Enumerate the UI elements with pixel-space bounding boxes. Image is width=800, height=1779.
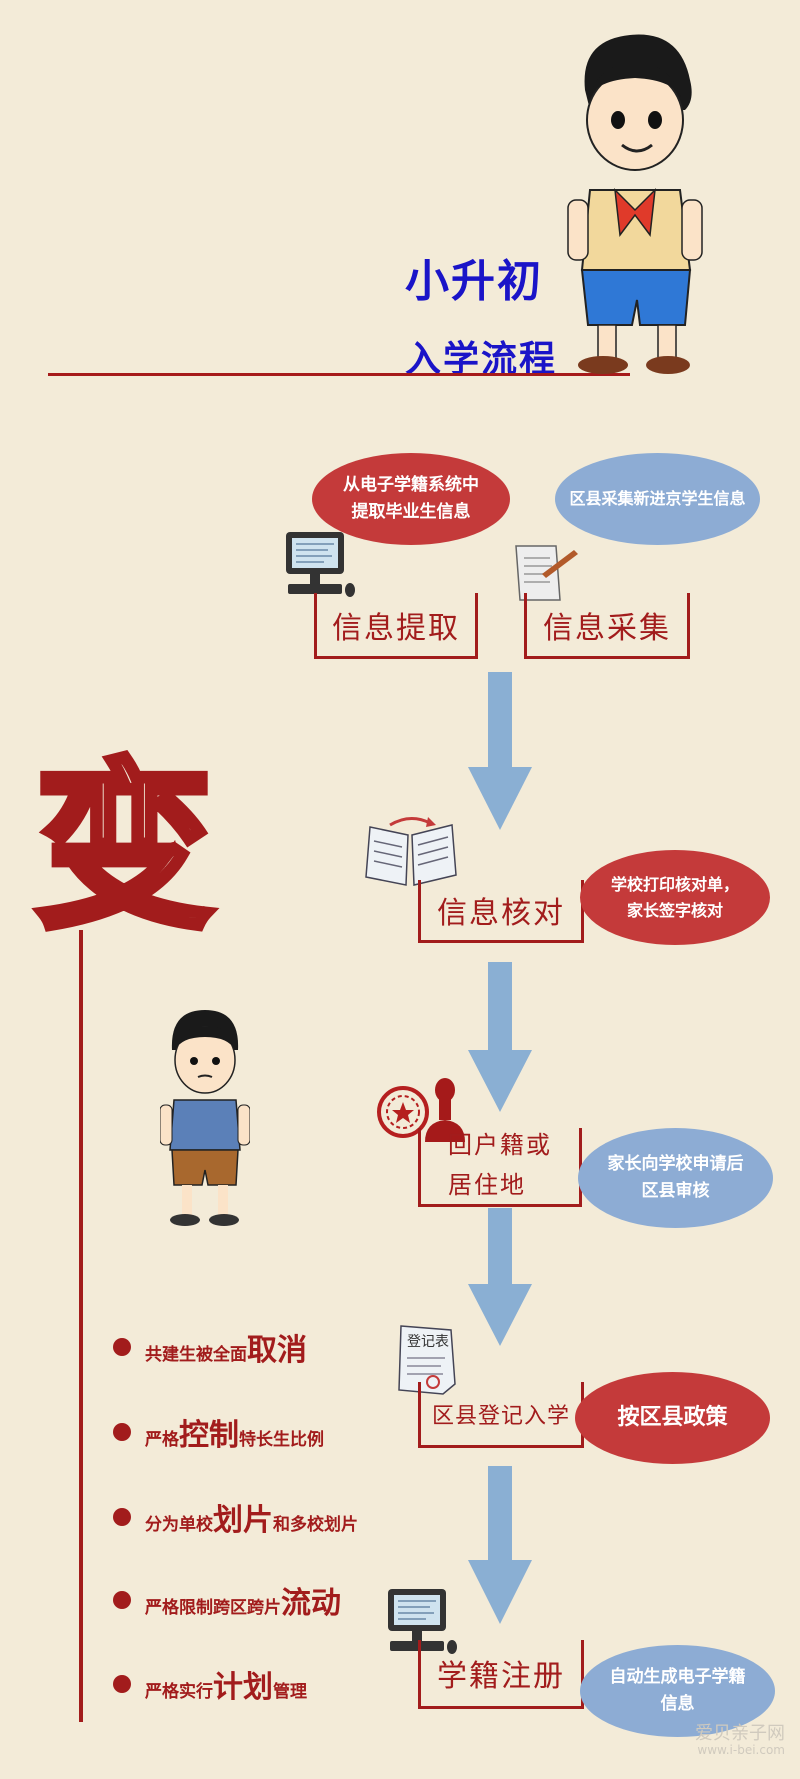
step-box-info-verify: 信息核对 [418,880,584,943]
computer-icon [388,1589,457,1654]
note-return-residence: 家长向学校申请后 区县审核 [578,1128,773,1228]
change-item: 分为单校划片和多校划片 [113,1495,358,1539]
step-box-info-collect: 信息采集 [524,593,690,659]
bullet-icon [113,1508,131,1526]
step-box-status-register: 学籍注册 [418,1640,584,1709]
change-item: 严格限制跨区跨片流动 [113,1578,341,1622]
note-status-register-text: 自动生成电子学籍 信息 [609,1666,746,1714]
note-return-residence-text: 家长向学校申请后 区县审核 [607,1153,744,1201]
stamp-icon [377,1078,465,1142]
change-character: 变 [24,738,224,939]
note-info-verify-text: 学校打印核对单， 家长签字核对 [610,874,739,920]
step-label-district-register: 区县登记入学 [431,1403,570,1429]
title-line-1: 小升初 [405,256,543,307]
header-divider [48,373,630,376]
change-character-glyph: 变 [34,744,214,938]
change-item-text: 严格实行计划管理 [145,1670,307,1705]
small-boy-illustration [160,1010,250,1226]
change-item-text: 分为单校划片和多校划片 [145,1503,358,1538]
note-info-collect-text: 区县采集新进京学生信息 [569,489,746,509]
check-documents-icon [365,817,457,886]
note-info-verify: 学校打印核对单， 家长签字核对 [580,850,770,945]
note-district-register-text: 按区县政策 [617,1405,728,1431]
watermark-line-2: www.i-bei.com [697,1742,785,1757]
note-status-register: 自动生成电子学籍 信息 [580,1645,775,1737]
change-item-text: 严格限制跨区跨片流动 [145,1586,341,1621]
step-box-return-residence: 回户籍或 居住地 [418,1128,582,1207]
timeline-line [79,930,83,1722]
flow-arrow [468,962,532,1112]
note-info-extract: 从电子学籍系统中 提取毕业生信息 [312,453,510,545]
change-item: 严格实行计划管理 [113,1662,307,1706]
change-item: 共建生被全面取消 [113,1325,307,1369]
step-label-status-register: 学籍注册 [437,1659,565,1694]
step-label-info-extract: 信息提取 [332,610,460,646]
step-box-info-extract: 信息提取 [314,593,478,659]
registration-form-icon: 登记表 [398,1325,456,1395]
bullet-icon [113,1675,131,1693]
computer-icon [286,532,355,597]
watermark-line-1: 爱贝亲子网 [695,1723,785,1745]
step-box-district-register: 区县登记入学 [418,1382,584,1448]
watermark: 爱贝亲子网 www.i-bei.com [695,1724,785,1757]
change-character-outline: 变 [30,741,217,939]
step-label-info-verify: 信息核对 [437,896,565,931]
change-item: 严格控制特长生比例 [113,1410,324,1454]
bullet-icon [113,1591,131,1609]
flow-arrow [468,672,532,830]
change-item-text: 严格控制特长生比例 [145,1418,324,1453]
note-info-collect: 区县采集新进京学生信息 [555,453,760,545]
document-pen-icon [515,545,578,601]
bullet-icon [113,1423,131,1441]
note-district-register: 按区县政策 [575,1372,770,1464]
bullet-icon [113,1338,131,1356]
step-label-return-residence: 回户籍或 居住地 [448,1131,552,1199]
flow-arrow [468,1208,532,1346]
flow-arrow [468,1466,532,1624]
registration-form-label: 登记表 [407,1334,449,1350]
note-info-extract-text: 从电子学籍系统中 提取毕业生信息 [343,474,479,522]
boy-character-illustration [567,34,703,374]
change-item-text: 共建生被全面取消 [145,1333,307,1368]
step-label-info-collect: 信息采集 [543,610,671,646]
